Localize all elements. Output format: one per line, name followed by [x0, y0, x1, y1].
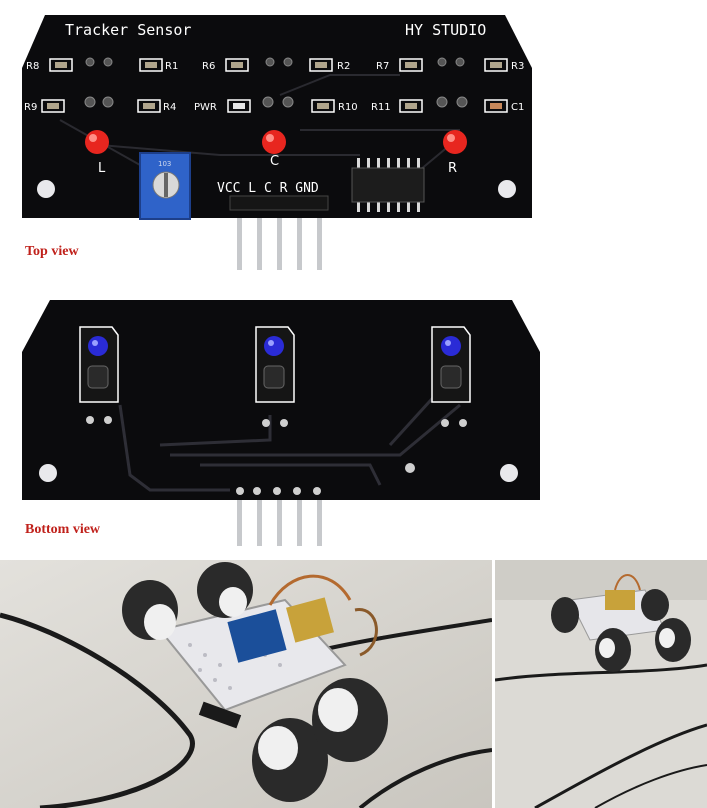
wheel-icon: [252, 718, 328, 802]
led-label-c: C: [270, 154, 279, 169]
label-r4: R4: [163, 102, 176, 113]
led-label-r: R: [448, 161, 457, 176]
wheel-icon: [197, 562, 253, 618]
label-r3: R3: [511, 61, 524, 72]
top-view-board: Tracker Sensor HY STUDIO R8 R1 R6 R2: [22, 15, 532, 270]
ir-sensor-left-icon: [79, 326, 119, 403]
caption-bottom-view: Bottom view: [25, 522, 101, 537]
ir-sensor-center-icon: [255, 326, 295, 403]
label-pwr: PWR: [194, 102, 217, 113]
ir-sensor-right-icon: [431, 326, 471, 403]
potentiometer-icon: [139, 152, 191, 220]
led-right-icon: [443, 130, 467, 154]
robot-car-photo-main: [0, 560, 492, 808]
bottom-mounting-hole-left: [39, 464, 57, 482]
led-left-icon: [85, 130, 109, 154]
label-r1: R1: [165, 61, 178, 72]
label-r11: R11: [371, 102, 391, 113]
label-r2: R2: [337, 61, 350, 72]
bottom-mounting-hole-right: [500, 464, 518, 482]
mounting-hole-right: [498, 180, 516, 198]
ic-chip-icon: [351, 158, 425, 212]
led-label-l: L: [98, 161, 106, 176]
board-brand: HY STUDIO: [405, 21, 486, 39]
mounting-hole-left: [37, 180, 55, 198]
pin-header-pins: [237, 205, 322, 270]
label-r8: R8: [26, 61, 39, 72]
label-r7: R7: [376, 61, 389, 72]
pin-header-label: VCC L C R GND: [217, 181, 319, 196]
caption-top-view: Top view: [25, 244, 79, 259]
label-r9: R9: [24, 102, 37, 113]
bottom-view-board: [22, 300, 540, 546]
wheel-icon: [312, 678, 388, 762]
label-c1: C1: [511, 102, 524, 113]
wheel-icon: [122, 580, 178, 640]
robot-car-photo-secondary: [495, 560, 707, 808]
board-title: Tracker Sensor: [65, 21, 191, 39]
label-r6: R6: [202, 61, 215, 72]
photo-divider: [492, 560, 495, 808]
led-center-icon: [262, 130, 286, 154]
label-r10: R10: [338, 102, 358, 113]
pot-marking: 103: [158, 160, 171, 168]
bottom-pin-header-pins: [237, 500, 322, 546]
